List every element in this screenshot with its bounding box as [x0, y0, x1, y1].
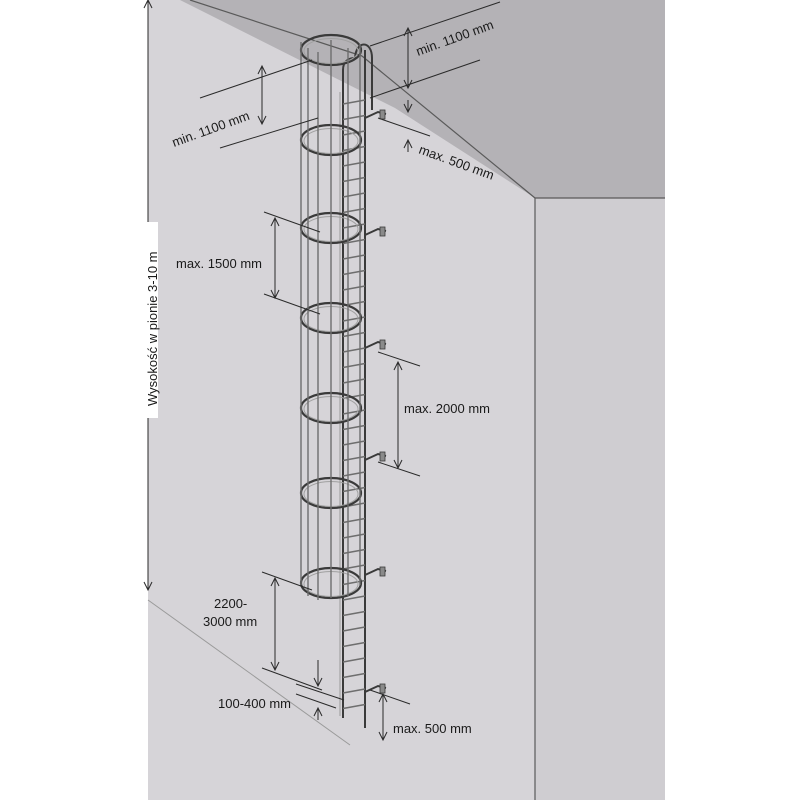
ladder-rung: [342, 626, 366, 632]
wall-bracket-plate: [379, 109, 386, 120]
ladder-rung: [342, 207, 366, 214]
roof-edge: [361, 55, 536, 199]
hoop-spacing-label: max. 1500 mm: [176, 256, 262, 271]
roof-edge-left: [189, 0, 363, 57]
ladder-rung: [342, 161, 366, 167]
ladder: [339, 43, 373, 728]
ladder-rung: [342, 610, 366, 617]
bottom-bracket-tick: [369, 689, 411, 705]
ground-line: [147, 599, 351, 746]
ground-gap-tick-a: [295, 683, 345, 701]
wall-bracket-plate: [379, 566, 386, 577]
ladder-rung: [342, 564, 366, 570]
cage-top-arrow-b: [257, 115, 267, 126]
cage-top-tick-a: [199, 59, 313, 99]
wall-left-face: [148, 0, 665, 800]
top-extension-tick-a: [369, 1, 501, 47]
cage-start-tick-b: [261, 667, 323, 691]
ground-gap-arrow-b: [313, 706, 323, 717]
ladder-rung: [342, 424, 366, 431]
hoop-spacing-arrow-a: [270, 216, 280, 227]
ladder-rung: [342, 254, 366, 260]
ladder-rung: [342, 657, 366, 663]
wall-bracket-plate: [379, 339, 386, 350]
ladder-rung: [342, 641, 366, 648]
ladder-rung: [342, 130, 366, 136]
wall-brackets: [364, 109, 387, 694]
ladder-rung: [342, 192, 366, 198]
bottom-bracket-offset-label: max. 500 mm: [393, 721, 472, 736]
building: [147, 0, 665, 800]
ladder-rung: [342, 517, 366, 524]
ladder-rung: [342, 99, 366, 105]
bottom-bracket-arrow-a: [378, 692, 388, 703]
ladder-rung: [342, 672, 366, 679]
ladder-rung: [342, 471, 366, 477]
ladder-rung: [342, 688, 366, 694]
ladder-rung: [342, 362, 366, 369]
height-label-bg: [138, 222, 158, 418]
safety-cage: [299, 33, 363, 600]
height-arrow-bottom: [143, 581, 153, 592]
ladder-rung: [342, 285, 366, 291]
cage-start-tick-a: [261, 571, 313, 591]
ladder-rung: [342, 455, 366, 462]
ladder-exit-hoop: [354, 43, 373, 110]
cage-top-arrow-a: [257, 64, 267, 75]
ladder-rung: [342, 393, 366, 400]
ladder-rung: [342, 703, 366, 710]
height-range-label: Wysokość w pionie 3-10 m: [145, 252, 160, 407]
ladder-rung: [342, 533, 366, 539]
ladder-rung: [342, 378, 366, 384]
hoop-spacing-arrow-b: [270, 289, 280, 300]
top-extension-arrow-a: [403, 26, 413, 37]
wall-front-face: [535, 198, 665, 800]
top-bracket-arrow-a: [403, 103, 413, 114]
top-extension-tick-b: [369, 59, 481, 99]
cage-start-arrow-a: [270, 576, 280, 587]
ladder-rung: [342, 595, 366, 601]
ladder-rung: [342, 548, 366, 555]
bracket-spacing-arrow-a: [393, 360, 403, 371]
ladder-rung: [342, 331, 366, 338]
ladder-rung: [342, 486, 366, 493]
bracket-spacing-tick-a: [377, 351, 421, 367]
cage-start-label-line2: 3000 mm: [203, 614, 257, 629]
ladder-rung: [342, 114, 366, 121]
bracket-spacing-tick-b: [377, 461, 421, 477]
ladder-rung: [342, 238, 366, 245]
ground-gap-arrow-a: [313, 677, 323, 688]
ladder-rung: [342, 269, 366, 276]
wall-bracket-plate: [379, 683, 386, 694]
ladder-rung: [342, 440, 366, 446]
ground-gap-tick-b: [295, 693, 337, 709]
top-bracket-tick: [377, 117, 431, 137]
bracket-spacing-label: max. 2000 mm: [404, 401, 490, 416]
bottom-bracket-arrow-b: [378, 731, 388, 742]
cage-top-tick-b: [219, 117, 319, 149]
ladder-rung: [342, 347, 366, 353]
cage-start-label-line1: 2200-: [214, 596, 247, 611]
ground-gap-label: 100-400 mm: [218, 696, 291, 711]
bracket-spacing-arrow-b: [393, 459, 403, 470]
cage-start-arrow-b: [270, 661, 280, 672]
wall-bracket-plate: [379, 226, 386, 237]
top-extension-arrow-b: [403, 79, 413, 90]
height-arrow-top: [143, 0, 153, 9]
ladder-rung: [342, 176, 366, 183]
top-bracket-arrow-b: [403, 138, 413, 149]
hoop-spacing-tick-a: [263, 211, 321, 233]
hoop-spacing-tick-b: [263, 293, 321, 315]
wall-bracket-plate: [379, 451, 386, 462]
